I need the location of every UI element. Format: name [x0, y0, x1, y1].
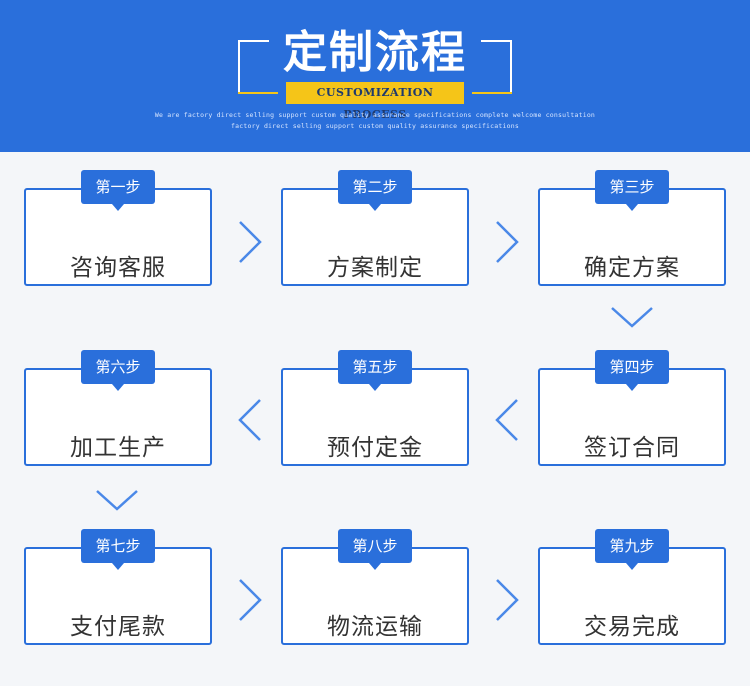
step-label-3: 确定方案 [584, 255, 680, 281]
step-label-1: 咨询客服 [70, 255, 166, 281]
step-badge-9: 第九步 [595, 529, 669, 570]
step-label-4: 签订合同 [584, 435, 680, 461]
step-badge-7: 第七步 [81, 529, 155, 570]
step-badge-6: 第六步 [81, 350, 155, 391]
step-badge-8: 第八步 [338, 529, 412, 570]
step-label-5: 预付定金 [327, 435, 423, 461]
step-badge-3: 第三步 [595, 170, 669, 211]
chevron-right-icon [491, 576, 523, 624]
tagline-line-2: factory direct selling support custom qu… [231, 122, 519, 130]
chevron-right-icon [234, 218, 266, 266]
step-badge-2: 第二步 [338, 170, 412, 211]
step-label-8: 物流运输 [327, 614, 423, 640]
step-badge-1: 第一步 [81, 170, 155, 211]
title-frame-line-right [472, 92, 512, 94]
chevron-left-icon [234, 396, 266, 444]
chevron-right-icon [234, 576, 266, 624]
tagline-line-1: We are factory direct selling support cu… [154, 111, 596, 119]
chevron-down-icon [93, 487, 141, 513]
step-label-6: 加工生产 [70, 435, 166, 461]
step-label-9: 交易完成 [584, 614, 680, 640]
chevron-down-icon [608, 304, 656, 330]
title-frame-line-left [238, 92, 278, 94]
page-title: 定制流程 [0, 16, 750, 80]
step-box-1: 咨询客服 [24, 188, 212, 286]
chevron-left-icon [491, 396, 523, 444]
step-badge-5: 第五步 [338, 350, 412, 391]
chevron-right-icon [491, 218, 523, 266]
step-label-7: 支付尾款 [70, 614, 166, 640]
page-title-text: 定制流程 [269, 27, 481, 78]
step-badge-4: 第四步 [595, 350, 669, 391]
subtitle-badge: CUSTOMIZATION PROCESS [286, 82, 464, 121]
header-banner: 定制流程 CUSTOMIZATION PROCESS We are factor… [0, 0, 750, 152]
step-label-2: 方案制定 [327, 255, 423, 281]
